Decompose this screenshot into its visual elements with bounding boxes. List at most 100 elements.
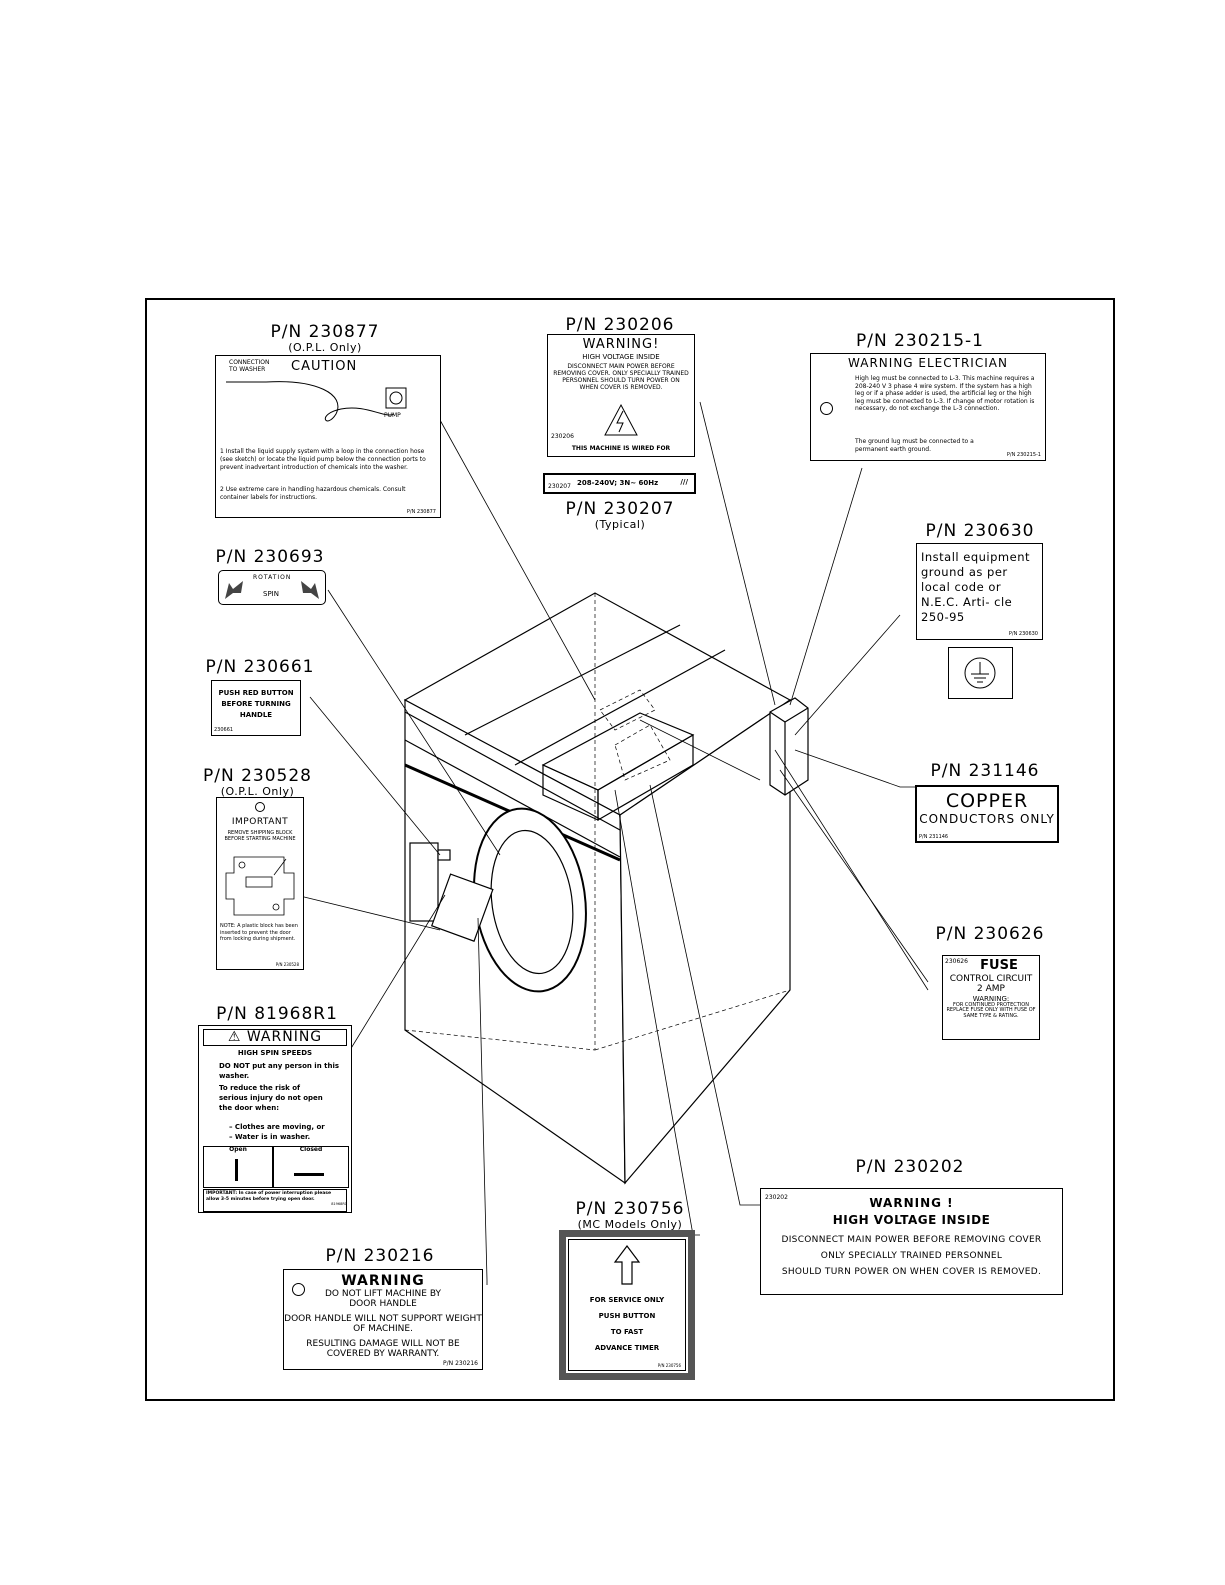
label-230215: WARNING ELECTRICIAN High leg must be con… xyxy=(810,353,1046,461)
closed-panel: Closed xyxy=(273,1146,349,1188)
push-red-button-text: PUSH RED BUTTON BEFORE TURNING HANDLE xyxy=(218,689,294,719)
important-note: NOTE: A plastic block has been inserted … xyxy=(220,923,298,942)
code-230202: 230202 xyxy=(765,1194,788,1201)
code-230626: 230626 xyxy=(945,958,968,965)
wired-for-230206: THIS MACHINE IS WIRED FOR xyxy=(571,445,671,453)
caution-item-2: 2 Use extreme care in handling hazardous… xyxy=(220,486,406,501)
code-231146: P/N 231146 xyxy=(919,834,949,840)
warning-l2-230202: ONLY SPECIALLY TRAINED PERSONNEL xyxy=(820,1250,1003,1261)
code-230206: 230206 xyxy=(551,433,574,440)
label-230206: WARNING! HIGH VOLTAGE INSIDE DISCONNECT … xyxy=(547,334,695,457)
open-handle-icon xyxy=(235,1159,238,1181)
pn-231146: P/N 231146 xyxy=(930,761,1040,781)
lightning-triangle-icon xyxy=(604,403,638,436)
ground-icon xyxy=(964,657,996,689)
pn-230661: P/N 230661 xyxy=(205,657,315,677)
conductors-only-text: CONDUCTORS ONLY xyxy=(919,811,1055,826)
pn-230215: P/N 230215-1 xyxy=(856,331,984,351)
open-panel: Open xyxy=(203,1146,273,1188)
label-230202: 230202 WARNING ! HIGH VOLTAGE INSIDE DIS… xyxy=(760,1188,1063,1295)
shipping-block-sketch xyxy=(225,856,295,916)
label-231146: COPPER CONDUCTORS ONLY P/N 231146 xyxy=(915,785,1059,843)
service-l4: ADVANCE TIMER xyxy=(594,1344,660,1353)
warning-title-230202: WARNING ! xyxy=(869,1196,954,1210)
caution-tag: CONNECTION TO WASHER xyxy=(229,359,270,373)
warning-title-230216: WARNING xyxy=(341,1273,425,1289)
pn-81968r1: P/N 81968R1 xyxy=(216,1004,338,1024)
label-230626: 230626 FUSE CONTROL CIRCUIT 2 AMP WARNIN… xyxy=(942,955,1040,1040)
label-230216: WARNING DO NOT LIFT MACHINE BY DOOR HAND… xyxy=(283,1269,483,1370)
code-230630: P/N 230630 xyxy=(1008,631,1038,637)
important-text-81968r1: IMPORTANT: In case of power interruption… xyxy=(206,1191,332,1202)
pn-230626: P/N 230626 xyxy=(935,924,1045,944)
rotation-arrow-right-icon xyxy=(301,581,319,599)
sub-230877: (O.P.L. Only) xyxy=(288,341,362,354)
pn-230630: P/N 230630 xyxy=(925,521,1035,541)
pn-230756: P/N 230756 xyxy=(575,1199,685,1219)
pn-230202: P/N 230202 xyxy=(855,1157,965,1177)
warning-sub-230202: HIGH VOLTAGE INSIDE xyxy=(832,1212,991,1227)
warning-sub-230206: HIGH VOLTAGE INSIDE xyxy=(582,352,660,361)
code-230215: P/N 230215-1 xyxy=(1006,452,1041,458)
code-230528: P/N 230528 xyxy=(275,962,299,967)
fuse-line-2: 2 AMP xyxy=(977,984,1005,995)
service-l3: TO FAST xyxy=(610,1328,644,1337)
important-body: REMOVE SHIPPING BLOCK BEFORE STARTING MA… xyxy=(224,830,296,843)
code-81968r1: 81968R1 xyxy=(331,1202,347,1206)
label-230756-inner: FOR SERVICE ONLY PUSH BUTTON TO FAST ADV… xyxy=(568,1239,686,1371)
mounting-hole xyxy=(292,1283,305,1296)
code-230756: P/N 230756 xyxy=(657,1363,681,1368)
electrician-body-2: The ground lug must be connected to a pe… xyxy=(855,438,974,453)
pn-230206: P/N 230206 xyxy=(565,315,675,335)
label-230877: CONNECTION TO WASHER CAUTION PUMP 1 Inst… xyxy=(215,355,441,518)
spin-body-4: – Water is in washer. xyxy=(229,1133,311,1141)
important-81968r1: IMPORTANT: In case of power interruption… xyxy=(203,1189,347,1212)
label-230630: Install equipment ground as per local co… xyxy=(916,543,1043,640)
warning-body-230206: DISCONNECT MAIN POWER BEFORE REMOVING CO… xyxy=(553,362,689,391)
open-label: Open xyxy=(229,1146,247,1153)
code-230216: P/N 230216 xyxy=(443,1360,478,1367)
up-arrow-icon xyxy=(613,1245,641,1285)
pn-230207: P/N 230207 xyxy=(565,499,675,519)
label-81968r1: ⚠ WARNING HIGH SPIN SPEEDS DO NOT put an… xyxy=(198,1025,352,1213)
fuse-line-3: WARNING: xyxy=(972,994,1010,1003)
electrician-title: WARNING ELECTRICIAN xyxy=(848,356,1008,370)
important-title: IMPORTANT xyxy=(231,817,289,827)
fuse-title: FUSE xyxy=(980,958,1018,973)
pump-label: PUMP xyxy=(384,412,401,419)
sub-230528: (O.P.L. Only) xyxy=(220,785,295,798)
spin-body-3: – Clothes are moving, or xyxy=(229,1123,325,1131)
warning-header-81968r1: ⚠ WARNING xyxy=(203,1029,347,1046)
electrician-body: High leg must be connected to L-3. This … xyxy=(855,375,1035,412)
sub-230756: (MC Models Only) xyxy=(577,1218,683,1231)
warning-title-81968r1: WARNING xyxy=(246,1029,323,1045)
warning-l2-230216: DOOR HANDLE WILL NOT SUPPORT WEIGHT OF M… xyxy=(284,1314,482,1335)
code-230877: P/N 230877 xyxy=(406,509,436,515)
label-230756: FOR SERVICE ONLY PUSH BUTTON TO FAST ADV… xyxy=(559,1230,695,1380)
service-l2: PUSH BUTTON xyxy=(598,1312,656,1321)
code-230207: 230207 xyxy=(548,483,571,490)
closed-label: Closed xyxy=(299,1146,323,1153)
fuse-line-4: FOR CONTINUED PROTECTION REPLACE FUSE ON… xyxy=(946,1001,1036,1020)
code-230661: 230661 xyxy=(214,727,234,733)
pn-230877: P/N 230877 xyxy=(270,322,380,342)
hose-loop-sketch xyxy=(226,381,407,422)
caution-title: CAUTION xyxy=(291,359,358,374)
mounting-hole xyxy=(255,802,265,812)
ground-symbol-label xyxy=(948,647,1013,699)
label-230661: PUSH RED BUTTON BEFORE TURNING HANDLE 23… xyxy=(211,680,301,736)
spin-text: SPIN xyxy=(263,590,279,598)
caution-item-1: 1 Install the liquid supply system with … xyxy=(220,448,426,471)
pn-230528: P/N 230528 xyxy=(203,766,312,786)
label-230528: IMPORTANT REMOVE SHIPPING BLOCK BEFORE S… xyxy=(216,797,304,970)
copper-text: COPPER xyxy=(945,790,1029,812)
pn-230216: P/N 230216 xyxy=(325,1246,435,1266)
service-l1: FOR SERVICE ONLY xyxy=(589,1296,665,1304)
closed-handle-icon xyxy=(294,1173,324,1176)
mounting-hole xyxy=(820,402,833,415)
label-230693: ROTATION SPIN xyxy=(218,570,326,605)
warning-l3-230202: SHOULD TURN POWER ON WHEN COVER IS REMOV… xyxy=(781,1267,1042,1278)
junction-box xyxy=(769,697,809,796)
hatch-icon: /// xyxy=(680,478,688,486)
